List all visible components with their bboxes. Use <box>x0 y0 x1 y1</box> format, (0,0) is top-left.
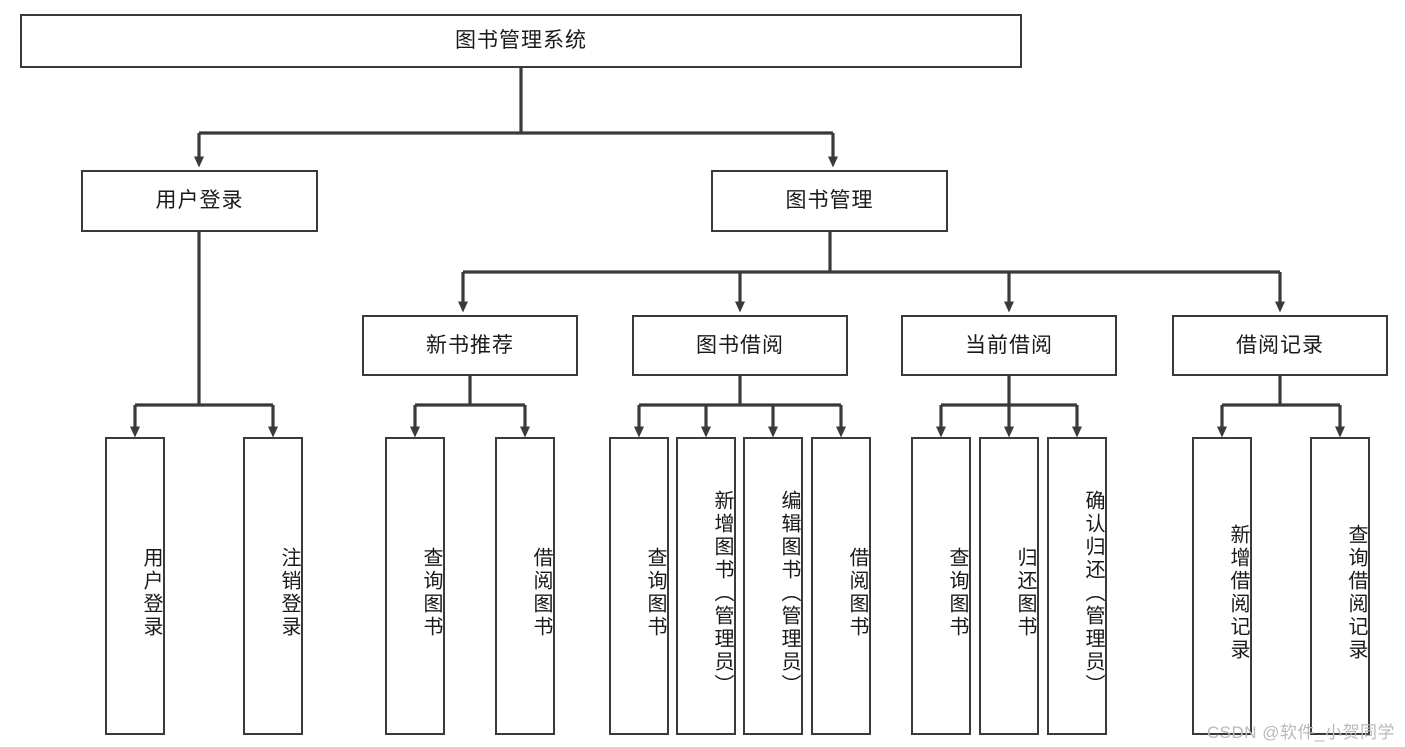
node-label: 归还图书 <box>1014 547 1036 639</box>
node-label: 编辑图书（管理员） <box>778 489 800 697</box>
node-borrow-record[interactable]: 借阅记录 <box>1172 315 1388 376</box>
node-label: 图书管理 <box>785 189 874 213</box>
node-label: 借阅图书 <box>846 547 868 639</box>
node-label: 借阅图书 <box>530 547 552 639</box>
node-label: 确认归还（管理员） <box>1082 489 1104 697</box>
node-label: 查询图书 <box>946 547 968 639</box>
node-label: 当前借阅 <box>965 333 1053 357</box>
node-label: 新增图书（管理员） <box>711 489 733 697</box>
node-book-borrow[interactable]: 图书借阅 <box>632 315 848 376</box>
node-leaf-borrow-book[interactable]: 借阅图书 <box>811 437 871 735</box>
node-label: 新增借阅记录 <box>1227 524 1249 662</box>
node-new-book-recommend[interactable]: 新书推荐 <box>362 315 578 376</box>
node-label: 图书借阅 <box>696 333 784 357</box>
node-leaf-query-book-borrow[interactable]: 查询图书 <box>609 437 669 735</box>
node-leaf-edit-book-admin[interactable]: 编辑图书（管理员） <box>743 437 803 735</box>
node-leaf-add-book-admin[interactable]: 新增图书（管理员） <box>676 437 736 735</box>
node-leaf-return-book[interactable]: 归还图书 <box>979 437 1039 735</box>
node-leaf-confirm-return-admin[interactable]: 确认归还（管理员） <box>1047 437 1107 735</box>
node-leaf-logout[interactable]: 注销登录 <box>243 437 303 735</box>
node-book-management[interactable]: 图书管理 <box>711 170 948 232</box>
node-leaf-query-borrow-record[interactable]: 查询借阅记录 <box>1310 437 1370 735</box>
node-label: 查询借阅记录 <box>1345 524 1367 662</box>
node-user-login[interactable]: 用户登录 <box>81 170 318 232</box>
node-root-book-management-system[interactable]: 图书管理系统 <box>20 14 1022 68</box>
node-label: 借阅记录 <box>1236 333 1324 357</box>
node-leaf-borrow-book-newbook[interactable]: 借阅图书 <box>495 437 555 735</box>
node-label: 注销登录 <box>278 547 300 639</box>
node-leaf-query-book-current[interactable]: 查询图书 <box>911 437 971 735</box>
node-label: 用户登录 <box>140 547 162 639</box>
node-label: 图书管理系统 <box>455 29 587 53</box>
node-label: 查询图书 <box>420 547 442 639</box>
node-leaf-query-book-newbook[interactable]: 查询图书 <box>385 437 445 735</box>
watermark-text: CSDN @软件_小贺同学 <box>1206 723 1395 742</box>
node-label: 查询图书 <box>644 547 666 639</box>
node-leaf-user-login[interactable]: 用户登录 <box>105 437 165 735</box>
node-current-borrow[interactable]: 当前借阅 <box>901 315 1117 376</box>
node-leaf-add-borrow-record[interactable]: 新增借阅记录 <box>1192 437 1252 735</box>
node-label: 新书推荐 <box>426 333 514 357</box>
node-label: 用户登录 <box>155 189 244 213</box>
